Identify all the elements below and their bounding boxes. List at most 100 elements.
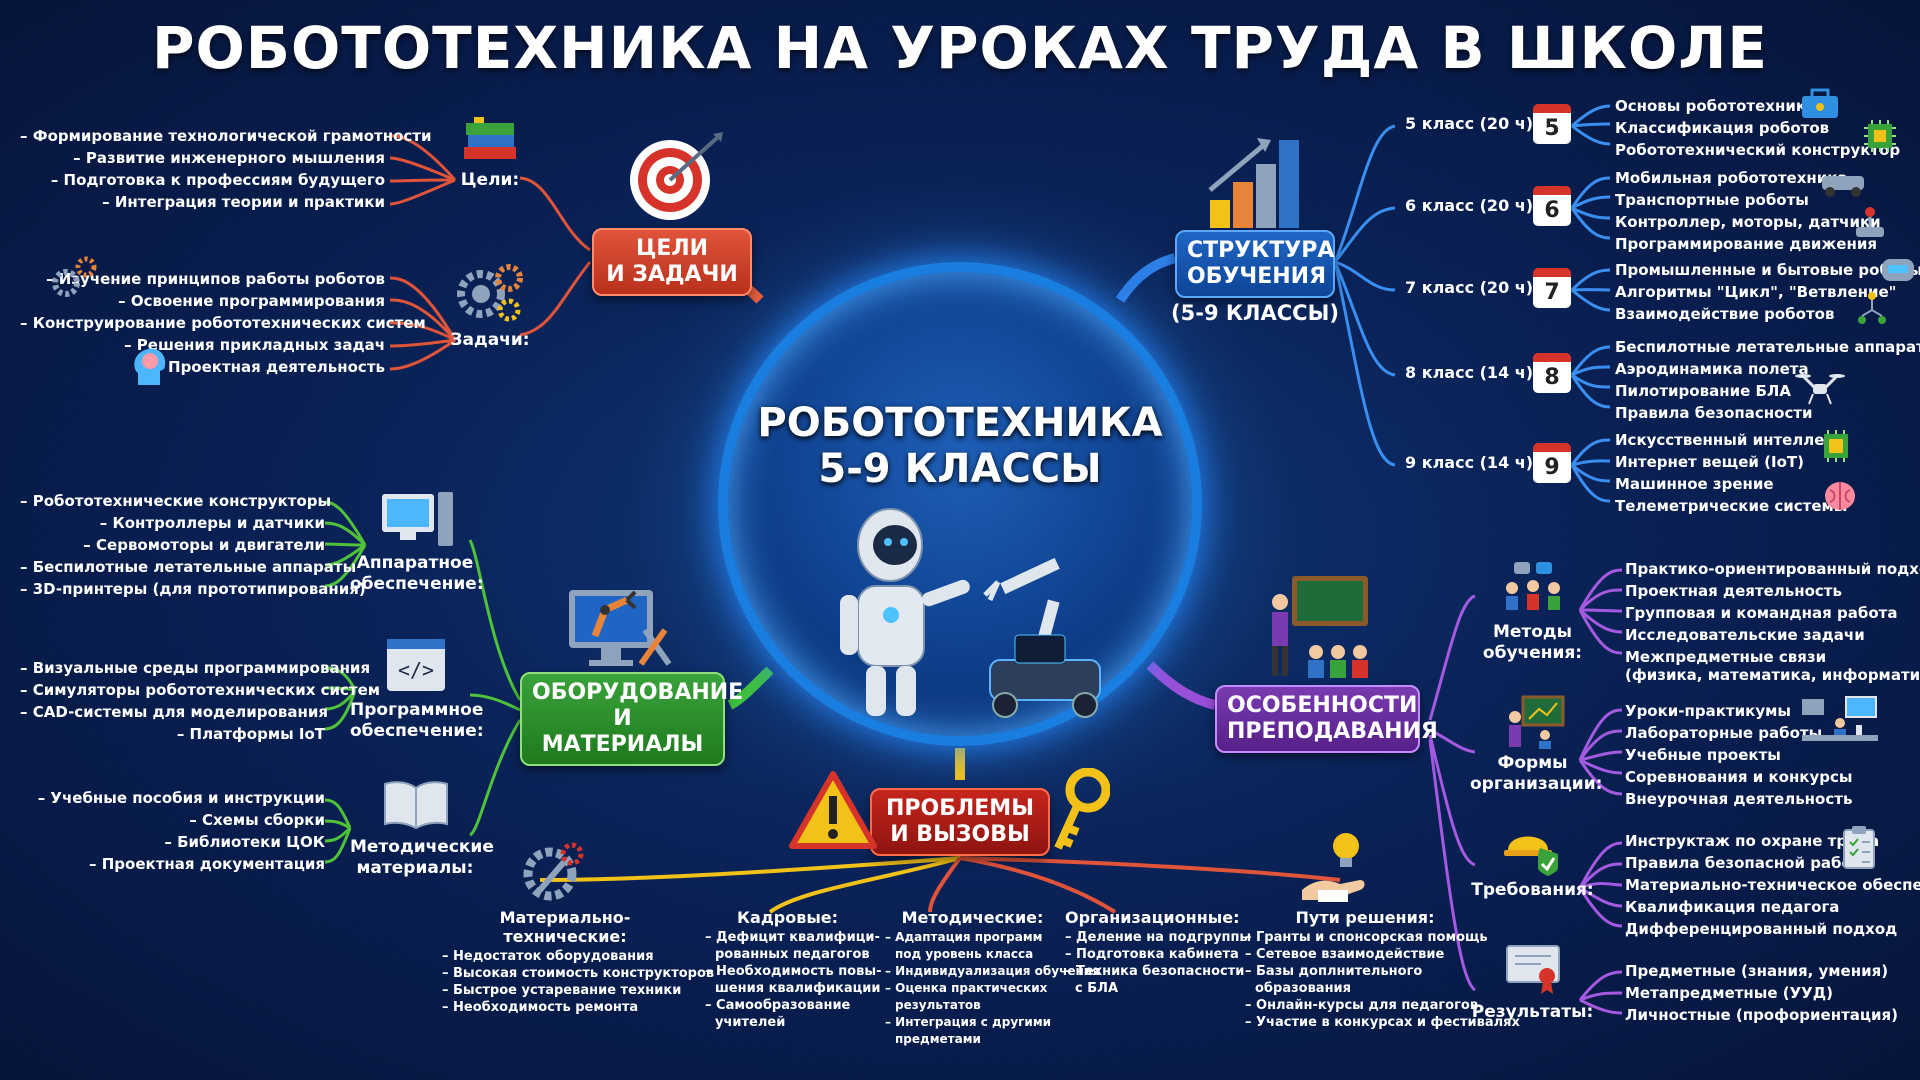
problem-item: – Дефицит квалифици- [705, 930, 880, 945]
robot-arm-workstation-icon [569, 590, 672, 666]
topic-item: Машинное зрение [1615, 475, 1774, 493]
problem-item: – Гранты и спонсорская помощь [1245, 930, 1488, 945]
vehicle-icon [1822, 176, 1864, 197]
calendar-5-icon: 5 [1533, 104, 1571, 144]
problems-hub-line1: ПРОБЛЕМЫ [886, 796, 1034, 821]
problem-item: – Быстрое устаревание техники [442, 983, 682, 998]
topic-item: Беспилотные летательные аппараты (БЛА) [1615, 338, 1920, 356]
problem-item: под уровень класса [895, 947, 1034, 961]
page-title: РОБОТОТЕХНИКА НА УРОКАХ ТРУДА В ШКОЛЕ [151, 14, 1769, 82]
problem-item: – Индивидуализация обучения [885, 964, 1100, 978]
forms-label-line2: организации: [1470, 774, 1603, 794]
method-material-item: – Учебные пособия и инструкции [37, 789, 325, 807]
problem-column-organizational: Организационные: – Деление на подгруппы … [1065, 908, 1251, 997]
hardware-item: – Робототехнические конструкторы [20, 492, 332, 510]
computer-icon [382, 492, 453, 546]
drone-icon [1795, 374, 1845, 405]
center-title-line2: 5-9 КЛАССЫ [818, 446, 1102, 492]
teacher-board-icon [1272, 576, 1368, 678]
humanoid-robot-icon [840, 508, 970, 716]
presentation-icon [1509, 695, 1565, 749]
problem-column-head: Методические: [901, 908, 1044, 927]
problem-item: – Базы доплнительного [1245, 964, 1423, 979]
requirement-item: Инструктаж по охране труда [1625, 832, 1880, 850]
goals-label: Цели: [460, 170, 520, 190]
hardware-item: – Сервомоторы и двигатели [83, 536, 325, 554]
method-material-item: – Схемы сборки [189, 811, 325, 829]
method-item: Межпредметные связи [1625, 648, 1827, 666]
topic-item: Взаимодействие роботов [1615, 305, 1835, 323]
requirement-item: Дифференцированный подход [1625, 920, 1898, 938]
brain-icon [1825, 482, 1855, 510]
calendar-8-icon: 8 [1533, 353, 1571, 393]
teaching-hub[interactable]: ОСОБЕННОСТИ ПРЕПОДАВАНИЯ [1215, 685, 1438, 753]
structure-grades-range: (5-9 КЛАССЫ) [1171, 301, 1339, 325]
teaching-hub-line1: ОСОБЕННОСТИ [1227, 693, 1418, 718]
method-item: Проектная деятельность [1625, 582, 1842, 600]
structure-hub-line2: ОБУЧЕНИЯ [1187, 264, 1327, 289]
form-item: Внеурочная деятельность [1625, 790, 1853, 808]
grade-9-topics: Искусственный интеллект Интернет вещей (… [1615, 429, 1847, 517]
problem-item: – Сетевое взаимодействие [1245, 947, 1445, 962]
topic-item: Мобильная робототехника [1615, 169, 1848, 187]
goal-item: – Формирование технологической грамотнос… [20, 127, 432, 145]
problem-column-head: Материально-технические: [499, 908, 631, 946]
grade-6-topics: Мобильная робототехника Транспортные роб… [1615, 167, 1881, 255]
goals-list: – Формирование технологической грамотнос… [20, 125, 432, 213]
problem-item: – Адаптация программ [885, 930, 1043, 944]
safety-helmet-icon [1504, 836, 1558, 876]
problem-item: шения квалификации [715, 981, 881, 996]
problem-item: – Необходимость ремонта [442, 1000, 639, 1015]
method-materials-label-line2: материалы: [356, 858, 474, 878]
problem-item: – Участие в конкурсах и фестивалях [1245, 1015, 1520, 1030]
problem-item: – Интеграция с другими [885, 1015, 1052, 1029]
hardware-label-line1: Аппаратное [356, 553, 474, 573]
problem-items: – Адаптация программ под уровень класса … [885, 929, 1100, 1048]
software-list: – Визуальные среды программирования – Си… [20, 657, 380, 745]
problem-item: – Самообразование [705, 998, 851, 1013]
grade-5-topics: Основы робототехники Классификация робот… [1615, 95, 1900, 161]
task-item: – Решения прикладных задач [124, 336, 385, 354]
goal-item: – Подготовка к профессиям будущего [50, 171, 385, 189]
methods-list: Практико-ориентированный подход Проектна… [1625, 558, 1920, 686]
center-circle [718, 262, 1202, 746]
topic-item: Правила безопасности [1615, 404, 1813, 422]
forms-list: Уроки-практикумы Лабораторные работы Уче… [1625, 700, 1852, 810]
grade-7-label: 7 класс (20 ч): [1405, 278, 1540, 297]
results-label: Результаты: [1471, 1002, 1594, 1022]
task-item: – Освоение программирования [118, 292, 385, 310]
problem-column-head: Кадровые: [736, 908, 839, 927]
problem-item: с БЛА [1075, 981, 1118, 996]
problem-items: – Деление на подгруппы – Подготовка каби… [1065, 929, 1251, 997]
lightbulb-hand-icon [1302, 833, 1365, 902]
problem-column-material: Материально-технические: – Недостаток об… [440, 908, 714, 1016]
hardware-label: Аппаратное обеспечение: [350, 553, 484, 595]
method-item: Исследовательские задачи [1625, 626, 1865, 644]
structure-hub[interactable]: СТРУКТУРА ОБУЧЕНИЯ [1175, 230, 1335, 298]
svg-text:</>: </> [398, 658, 434, 682]
problem-items: – Гранты и спонсорская помощь – Сетевое … [1245, 929, 1520, 1031]
goals-hub[interactable]: ЦЕЛИ И ЗАДАЧИ [592, 228, 752, 296]
topic-item: Классификация роботов [1615, 119, 1830, 137]
task-item: – Конструирование робототехнических сист… [20, 314, 426, 332]
open-book-icon [384, 781, 448, 830]
method-item: (физика, математика, информатика) [1625, 666, 1920, 684]
hardware-item: – 3D-принтеры (для прототипирования) [20, 580, 366, 598]
topic-item: Искусственный интеллект [1615, 431, 1844, 449]
books-icon [464, 117, 516, 159]
hardware-item: – Контроллеры и датчики [99, 514, 325, 532]
equipment-hub[interactable]: ОБОРУДОВАНИЕ И МАТЕРИАЛЫ [520, 672, 743, 766]
topic-item: Алгоритмы "Цикл", "Ветвление" [1615, 283, 1897, 301]
topic-item: Телеметрические системы [1615, 497, 1848, 515]
method-item: Групповая и командная работа [1625, 604, 1898, 622]
chip-icon [1864, 120, 1896, 152]
topic-item: Транспортные роботы [1615, 191, 1809, 209]
result-item: Предметные (знания, умения) [1625, 962, 1889, 980]
problems-hub[interactable]: ПРОБЛЕМЫ И ВЫЗОВЫ [870, 788, 1050, 856]
method-material-item: – Библиотеки ЦОК [164, 833, 325, 851]
topic-item: Промышленные и бытовые роботы [1615, 261, 1920, 279]
result-item: Метапредметные (УУД) [1625, 984, 1833, 1002]
problem-item: – Необходимость повы- [705, 964, 882, 979]
topic-item: Интернет вещей (IoT) [1615, 453, 1804, 471]
goals-hub-line1: ЦЕЛИ [635, 236, 709, 261]
